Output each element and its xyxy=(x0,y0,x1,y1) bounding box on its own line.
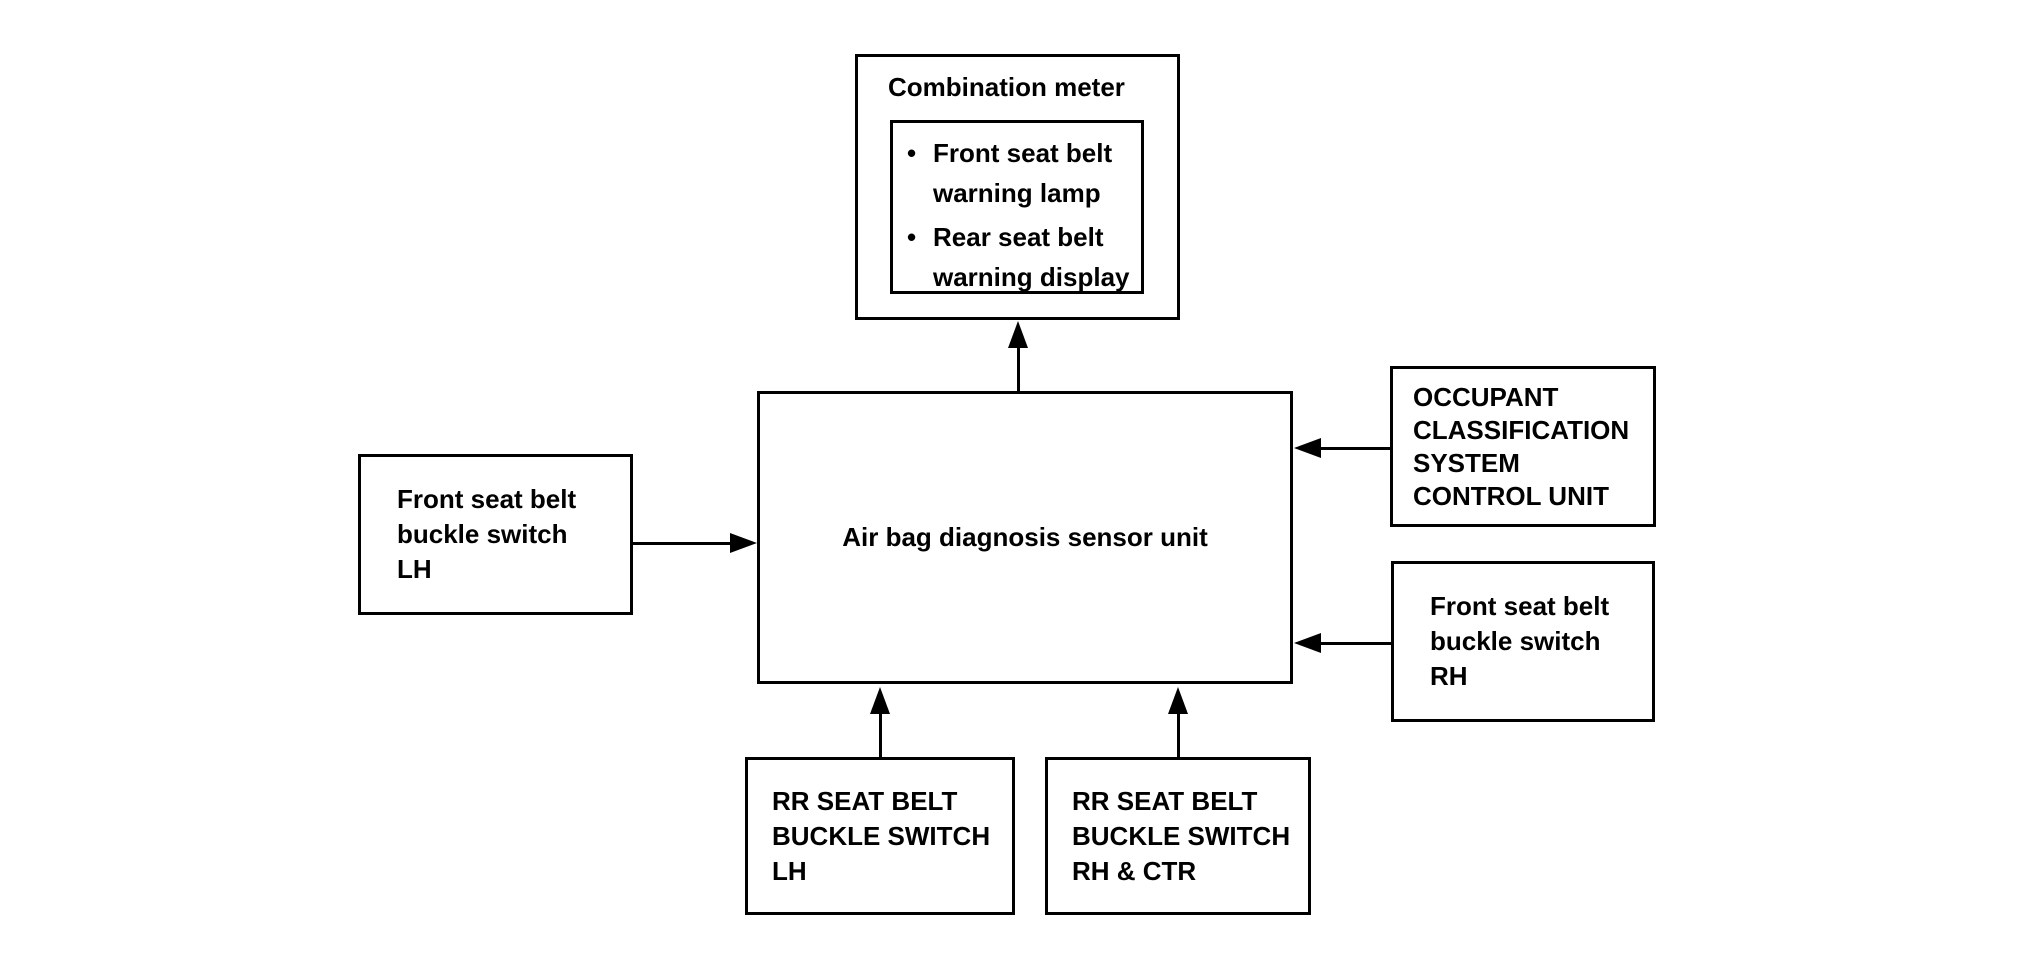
arrow-right-icon xyxy=(730,533,757,553)
warning-display-line-1: Rear seat belt xyxy=(933,222,1104,252)
combination-meter-warning-list-box: • Front seat belt warning lamp • Rear se… xyxy=(890,120,1144,294)
arrow-up-icon xyxy=(1008,321,1028,348)
arrow-stem xyxy=(633,542,733,545)
air-bag-diagnosis-sensor-unit-label: Air bag diagnosis sensor unit xyxy=(842,522,1208,552)
front-lh-line-1: Front seat belt xyxy=(397,484,577,514)
arrow-left-icon xyxy=(1294,633,1321,653)
rr-rh-ctr-line-3: RH & CTR xyxy=(1072,855,1197,886)
arrow-stem xyxy=(879,708,882,757)
warning-display-item: • Rear seat belt warning display xyxy=(907,217,1137,297)
front-seat-belt-buckle-switch-rh-box: Front seat belt buckle switch RH xyxy=(1391,561,1655,722)
front-rh-line-1: Front seat belt xyxy=(1430,591,1610,621)
ocs-line-3: SYSTEM xyxy=(1413,447,1520,478)
rr-lh-line-2: BUCKLE SWITCH xyxy=(772,820,991,851)
ocs-line-4: CONTROL UNIT xyxy=(1413,480,1609,511)
rr-rh-ctr-line-1: RR SEAT BELT xyxy=(1072,785,1258,816)
warning-lamp-line-2: warning lamp xyxy=(933,178,1101,208)
warning-lamp-item: • Front seat belt warning lamp xyxy=(907,133,1137,213)
bullet-icon: • xyxy=(907,222,917,252)
combination-meter-title: Combination meter xyxy=(888,72,1125,102)
arrow-stem xyxy=(1017,342,1020,391)
arrow-stem xyxy=(1318,447,1390,450)
arrow-stem xyxy=(1318,642,1391,645)
arrow-stem xyxy=(1177,708,1180,757)
front-rh-line-3: RH xyxy=(1430,661,1468,691)
rr-rh-ctr-line-2: BUCKLE SWITCH xyxy=(1072,820,1291,851)
warning-lamp-line-1: Front seat belt xyxy=(933,138,1113,168)
arrow-up-icon xyxy=(1168,687,1188,714)
bullet-icon: • xyxy=(907,138,917,168)
rr-seat-belt-buckle-switch-rh-ctr-box: RR SEAT BELT BUCKLE SWITCH RH & CTR xyxy=(1045,757,1311,915)
rr-seat-belt-buckle-switch-lh-box: RR SEAT BELT BUCKLE SWITCH LH xyxy=(745,757,1015,915)
ocs-line-2: CLASSIFICATION xyxy=(1413,414,1630,445)
rr-lh-line-3: LH xyxy=(772,855,807,886)
front-lh-line-2: buckle switch xyxy=(397,519,568,549)
arrow-up-icon xyxy=(870,687,890,714)
warning-display-line-2: warning display xyxy=(933,262,1130,292)
arrow-left-icon xyxy=(1294,438,1321,458)
ocs-line-1: OCCUPANT xyxy=(1413,381,1559,412)
air-bag-diagnosis-sensor-unit-box: Air bag diagnosis sensor unit xyxy=(757,391,1293,684)
rr-lh-line-1: RR SEAT BELT xyxy=(772,785,958,816)
front-rh-line-2: buckle switch xyxy=(1430,626,1601,656)
front-seat-belt-buckle-switch-lh-box: Front seat belt buckle switch LH xyxy=(358,454,633,615)
front-lh-line-3: LH xyxy=(397,554,432,584)
occupant-classification-system-control-unit-box: OCCUPANT CLASSIFICATION SYSTEM CONTROL U… xyxy=(1390,366,1656,527)
